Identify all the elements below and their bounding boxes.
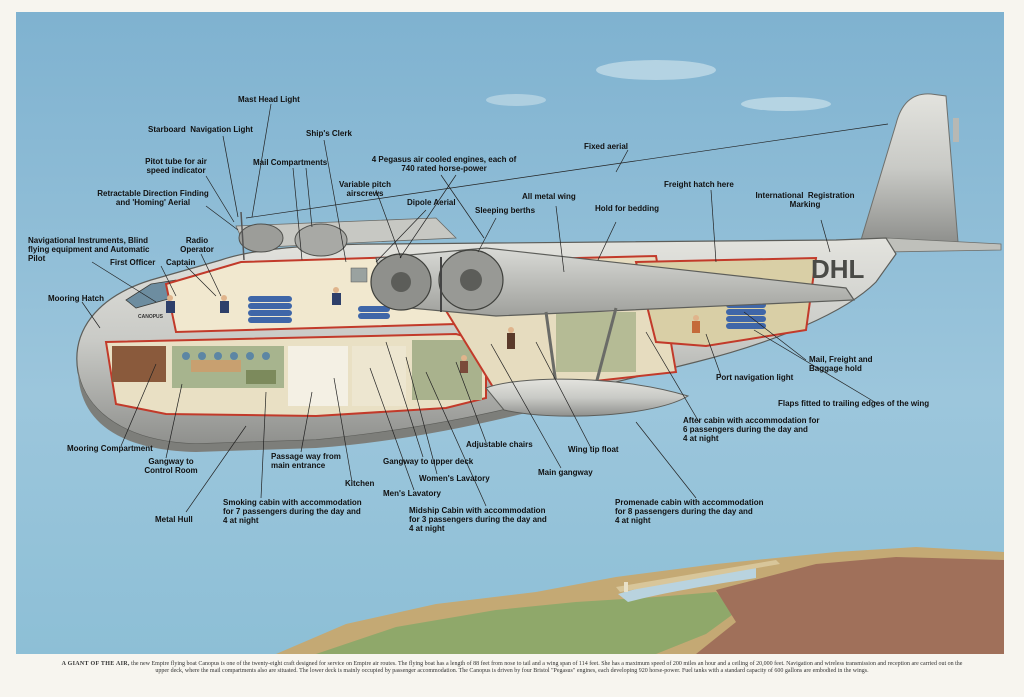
label-gangway-to-control-room: Gangway to Control Room <box>144 457 198 475</box>
green-land <box>316 592 736 654</box>
label-variable-pitch: Variable pitch airscrews <box>338 180 392 198</box>
label-port-navigation-light: Port navigation light <box>716 373 794 382</box>
label-midship-cabin: Midship Cabin with accommodation for 3 p… <box>409 506 547 533</box>
label-sleeping-berths: Sleeping berths <box>475 206 536 215</box>
label-fixed-aerial: Fixed aerial <box>584 142 629 151</box>
cloud <box>596 60 716 80</box>
flying-boat-cutaway: DHL CANOPUS <box>16 12 1004 654</box>
engine-cowling <box>391 272 411 292</box>
caption: A GIANT OF THE AIR, the new Empire flyin… <box>60 661 964 675</box>
mast <box>240 211 245 261</box>
label-mast-head-light: Mast Head Light <box>238 95 300 104</box>
tail-fin <box>860 93 959 243</box>
label-international-registration: International Registration Marking <box>755 191 855 209</box>
label-radio-operator: Radio Operator <box>180 236 214 254</box>
caption-lead: A GIANT OF THE AIR, <box>61 661 130 667</box>
label-gangway-to-upper-deck: Gangway to upper deck <box>383 457 474 466</box>
label-passage-way: Passage way from main entrance <box>271 452 341 470</box>
engine-nacelle <box>238 223 284 253</box>
portholes <box>182 352 270 360</box>
caption-text: the new Empire flying boat Canopus is on… <box>129 661 963 674</box>
harbour-water <box>618 568 756 602</box>
label-mail-compartments: Mail Compartments <box>253 158 328 167</box>
mail-bags <box>248 296 390 323</box>
label-mens-lavatory: Men's Lavatory <box>383 489 441 498</box>
breakwater <box>616 560 780 592</box>
label-ships-clerk: Ship's Clerk <box>306 129 352 138</box>
label-adjustable-chairs: Adjustable chairs <box>466 440 533 449</box>
label-mail-freight-baggage: Mail, Freight and Baggage hold <box>809 355 873 373</box>
label-first-officer: First Officer <box>110 258 156 267</box>
hull-name: CANOPUS <box>138 314 164 320</box>
cloud <box>741 97 831 111</box>
passenger-figures <box>460 315 700 373</box>
cabins <box>112 340 482 406</box>
engine-cowling <box>460 269 482 291</box>
label-dipole-aerial: Dipole Aerial <box>407 198 456 207</box>
label-smoking-cabin: Smoking cabin with accommodation for 7 p… <box>223 498 362 525</box>
label-metal-hull: Metal Hull <box>155 515 193 524</box>
wing-tip-float <box>485 378 690 417</box>
label-starboard-navigation-light: Starboard Navigation Light <box>148 125 253 134</box>
hull-keel <box>78 372 546 452</box>
label-flaps: Flaps fitted to trailing edges of the wi… <box>778 399 930 408</box>
registration-marking: DHL <box>811 254 865 284</box>
label-freight-hatch: Freight hatch here <box>664 180 734 189</box>
label-navigational-instruments: Navigational Instruments, Blind flying e… <box>28 236 150 263</box>
label-mooring-hatch: Mooring Hatch <box>48 294 104 303</box>
label-captain: Captain <box>166 258 196 267</box>
label-pitot-tube: Pitot tube for air speed indicator <box>145 157 207 175</box>
engine-nacelle <box>294 223 348 257</box>
leader-lines <box>81 103 889 513</box>
town <box>696 557 1004 654</box>
label-engines: 4 Pegasus air cooled engines, each of 74… <box>371 155 517 173</box>
label-womens-lavatory: Women's Lavatory <box>419 474 490 483</box>
float-strut <box>544 311 558 385</box>
float-strut <box>594 307 618 385</box>
crew-figures <box>166 267 368 313</box>
label-mooring-compartment: Mooring Compartment <box>67 444 153 453</box>
rudder-hinge <box>953 118 959 142</box>
label-main-gangway: Main gangway <box>538 468 593 477</box>
illustration: DHL CANOPUS Mast Head Light Starboard Na… <box>16 12 1004 654</box>
label-promenade-cabin: Promenade cabin with accommodation for 8… <box>615 498 764 525</box>
label-retractable-direction-finding: Retractable Direction Finding and 'Homin… <box>97 189 209 207</box>
label-after-cabin: After cabin with accommodation for 6 pas… <box>683 416 820 443</box>
label-wing-tip-float: Wing tip float <box>568 445 619 454</box>
cloud <box>486 94 546 106</box>
label-hold-for-bedding: Hold for bedding <box>595 204 659 213</box>
promenade-seats <box>556 312 636 372</box>
label-kitchen: Kitchen <box>345 479 375 488</box>
label-all-metal-wing: All metal wing <box>522 192 576 201</box>
lighthouse <box>624 582 628 592</box>
